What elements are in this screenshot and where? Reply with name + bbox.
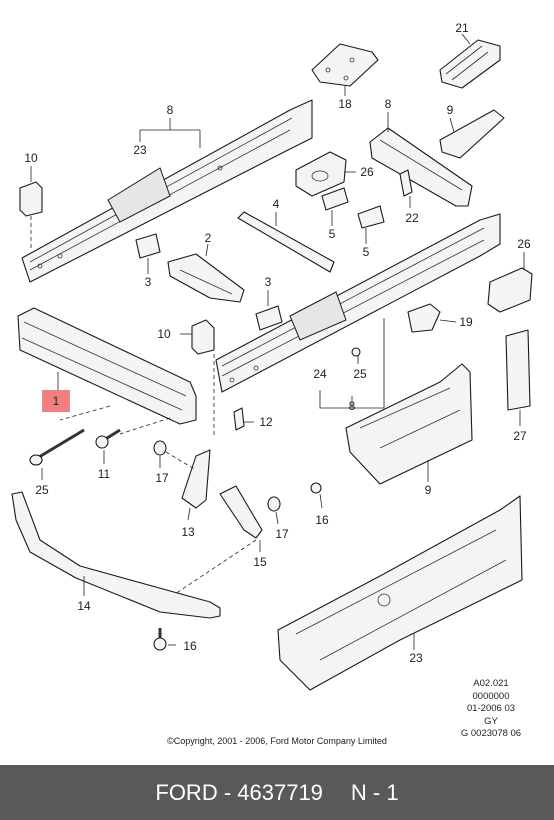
label-13: 13 xyxy=(181,525,195,539)
part-7 xyxy=(439,109,505,159)
label-18: 18 xyxy=(338,97,352,111)
part-26-lower xyxy=(487,252,533,313)
footer-separator: - xyxy=(217,779,238,805)
label-12: 12 xyxy=(259,415,273,429)
label-22: 23 xyxy=(409,651,423,665)
label-25: 25 xyxy=(35,483,49,497)
part-13 xyxy=(165,449,211,521)
ref-line-2: 0000000 xyxy=(472,690,510,702)
part-10-mid xyxy=(180,319,215,436)
part-3-left xyxy=(135,233,161,274)
part-11 xyxy=(95,428,121,464)
ref-line-3: 01-2006 03 xyxy=(466,703,516,714)
footer-position: N - 1 xyxy=(350,779,399,805)
label-17-left: 17 xyxy=(155,471,169,485)
label-10-mid: 10 xyxy=(157,327,171,341)
label-26-right: 26 xyxy=(517,237,531,251)
label-23-top: 23 xyxy=(133,143,147,157)
ref-line-1: A02.021 xyxy=(473,678,509,689)
part-5 xyxy=(321,187,385,244)
part-4 xyxy=(237,211,335,273)
label-26-top: 26 xyxy=(360,165,374,179)
part-19 xyxy=(407,303,457,333)
part-9 xyxy=(345,363,473,485)
label-2: 2 xyxy=(205,231,212,245)
label-19: 19 xyxy=(459,315,473,329)
label-6: 8 xyxy=(385,97,392,111)
label-16-right: 16 xyxy=(315,513,329,527)
label-8-mid: 8 xyxy=(349,399,356,413)
footer-bar: FORD - 4637719 N - 1 xyxy=(0,765,554,820)
part-20 xyxy=(439,33,501,89)
part-1-bumper xyxy=(17,307,197,435)
label-5-a: 5 xyxy=(329,227,336,241)
part-12 xyxy=(233,407,254,431)
part-21 xyxy=(399,169,413,208)
label-27: 27 xyxy=(513,429,527,443)
part-16 xyxy=(153,482,323,651)
label-3-left: 3 xyxy=(145,275,152,289)
part-8-left-rail xyxy=(21,99,313,283)
label-7: 9 xyxy=(447,103,454,117)
label-20: 21 xyxy=(455,21,469,35)
parts-diagram: 21 18 8 8 9 23 10 26 4 22 5 2 26 5 3 3 1… xyxy=(11,21,533,691)
footer-brand: FORD xyxy=(155,779,218,805)
part-24 xyxy=(351,347,361,364)
label-4: 4 xyxy=(273,197,280,211)
label-3-mid: 3 xyxy=(265,275,272,289)
label-23-mid: 24 xyxy=(313,367,327,381)
part-27 xyxy=(505,329,531,426)
label-5-b: 5 xyxy=(363,245,370,259)
part-10-upper xyxy=(19,166,43,250)
part-14 xyxy=(11,491,221,619)
part-6 xyxy=(369,112,473,207)
label-16-bottom: 16 xyxy=(183,639,197,653)
label-10-top: 10 xyxy=(24,151,38,165)
footer-part-number: 4637719 xyxy=(237,779,323,805)
part-15 xyxy=(159,485,263,605)
ref-line-5: G 0023078 06 xyxy=(460,728,522,739)
highlight-box xyxy=(42,390,70,412)
label-14: 14 xyxy=(77,599,91,613)
label-24: 25 xyxy=(353,367,367,381)
part-18 xyxy=(311,43,379,96)
label-15: 15 xyxy=(253,555,267,569)
part-3-mid xyxy=(255,290,283,331)
ref-line-4: GY xyxy=(484,715,498,727)
label-11: 11 xyxy=(98,467,111,481)
label-17-right: 17 xyxy=(275,527,289,541)
label-9: 9 xyxy=(425,483,432,497)
part-2 xyxy=(167,243,245,303)
part-26-upper xyxy=(295,151,356,197)
drawing-reference: A02.021 0000000 01-2006 03 GY G 0023078 … xyxy=(446,678,536,741)
label-8-top: 8 xyxy=(167,103,174,117)
footer-part-ref: FORD - 4637719 xyxy=(155,780,323,806)
part-22 xyxy=(277,495,523,691)
part-8-right-rail xyxy=(215,213,501,409)
part-25 xyxy=(29,428,85,480)
label-1-highlighted: 1 xyxy=(53,394,60,408)
copyright: ©Copyright, 2001 - 2006, Ford Motor Comp… xyxy=(167,736,387,746)
label-21: 22 xyxy=(405,211,419,225)
part-17 xyxy=(153,440,281,525)
